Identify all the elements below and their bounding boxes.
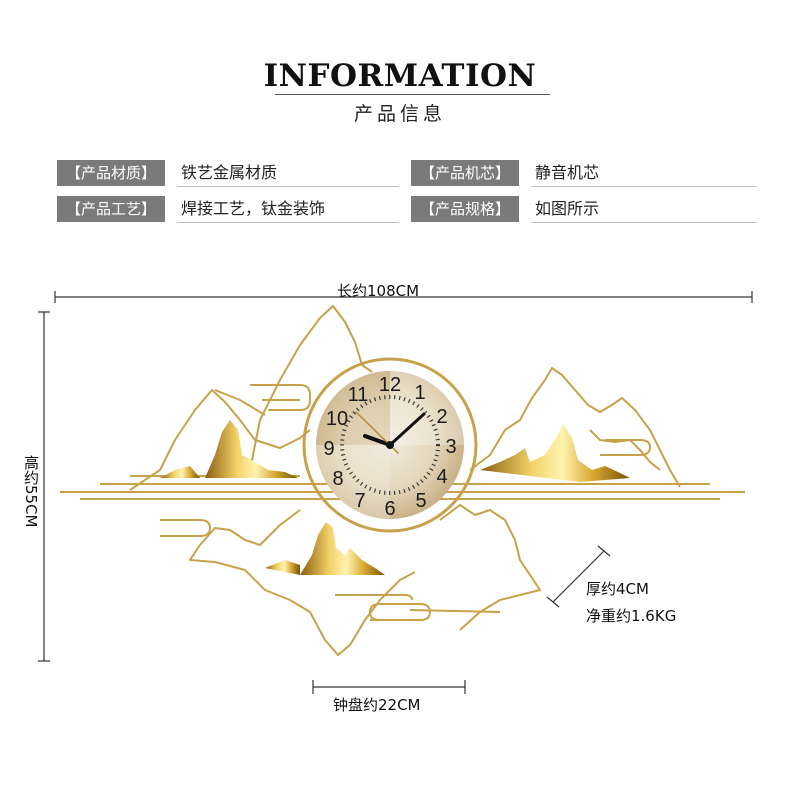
- numeral-4: 4: [436, 466, 447, 488]
- clock-hands: [355, 411, 426, 454]
- numeral-1: 1: [414, 382, 425, 404]
- spec-label-material: 【产品材质】: [57, 160, 165, 186]
- height-dimension-line: [38, 311, 50, 662]
- numeral-11: 11: [348, 384, 369, 406]
- page-title: INFORMATION: [263, 58, 537, 94]
- clock-center-cap: [386, 441, 394, 449]
- clock-numerals: 12 1 2 3 4 5 6 7 8 9 10 11: [323, 374, 456, 520]
- spec-label-movement: 【产品机芯】: [411, 160, 519, 186]
- clock-minute-track: [340, 395, 440, 495]
- spec-value-material: 铁艺金属材质: [177, 160, 399, 187]
- spec-label-craft: 【产品工艺】: [57, 196, 165, 222]
- thickness-label: 厚约4CM: [586, 580, 649, 598]
- numeral-2: 2: [436, 406, 447, 428]
- numeral-10: 10: [326, 408, 348, 430]
- dial-dimension-line: [312, 680, 466, 694]
- length-dimension-line: [54, 291, 753, 303]
- spec-label-size: 【产品规格】: [411, 196, 519, 222]
- height-label: 高约55CM: [22, 455, 40, 528]
- length-label: 长约108CM: [337, 282, 420, 300]
- spec-value-movement: 静音机芯: [531, 160, 757, 187]
- title-divider: [275, 94, 550, 95]
- hour-hand: [363, 434, 392, 447]
- numeral-12: 12: [379, 374, 401, 396]
- mountain-wire-outline: [129, 305, 681, 656]
- numeral-7: 7: [354, 490, 365, 512]
- numeral-6: 6: [384, 498, 395, 520]
- minute-hand: [388, 412, 426, 447]
- dial-label: 钟盘约22CM: [333, 696, 421, 714]
- page-subtitle: 产品信息: [353, 103, 446, 125]
- net-weight-label: 净重约1.6KG: [586, 607, 677, 625]
- spec-value-craft: 焊接工艺，钛金装饰: [177, 196, 399, 223]
- spec-value-size: 如图所示: [531, 196, 757, 223]
- numeral-9: 9: [323, 438, 334, 460]
- numeral-8: 8: [332, 468, 343, 490]
- numeral-3: 3: [445, 436, 456, 458]
- numeral-5: 5: [415, 490, 426, 512]
- clock-outer-ring: [302, 357, 478, 533]
- gold-mirror-peaks: [160, 420, 630, 575]
- thickness-dimension-line: [546, 545, 611, 608]
